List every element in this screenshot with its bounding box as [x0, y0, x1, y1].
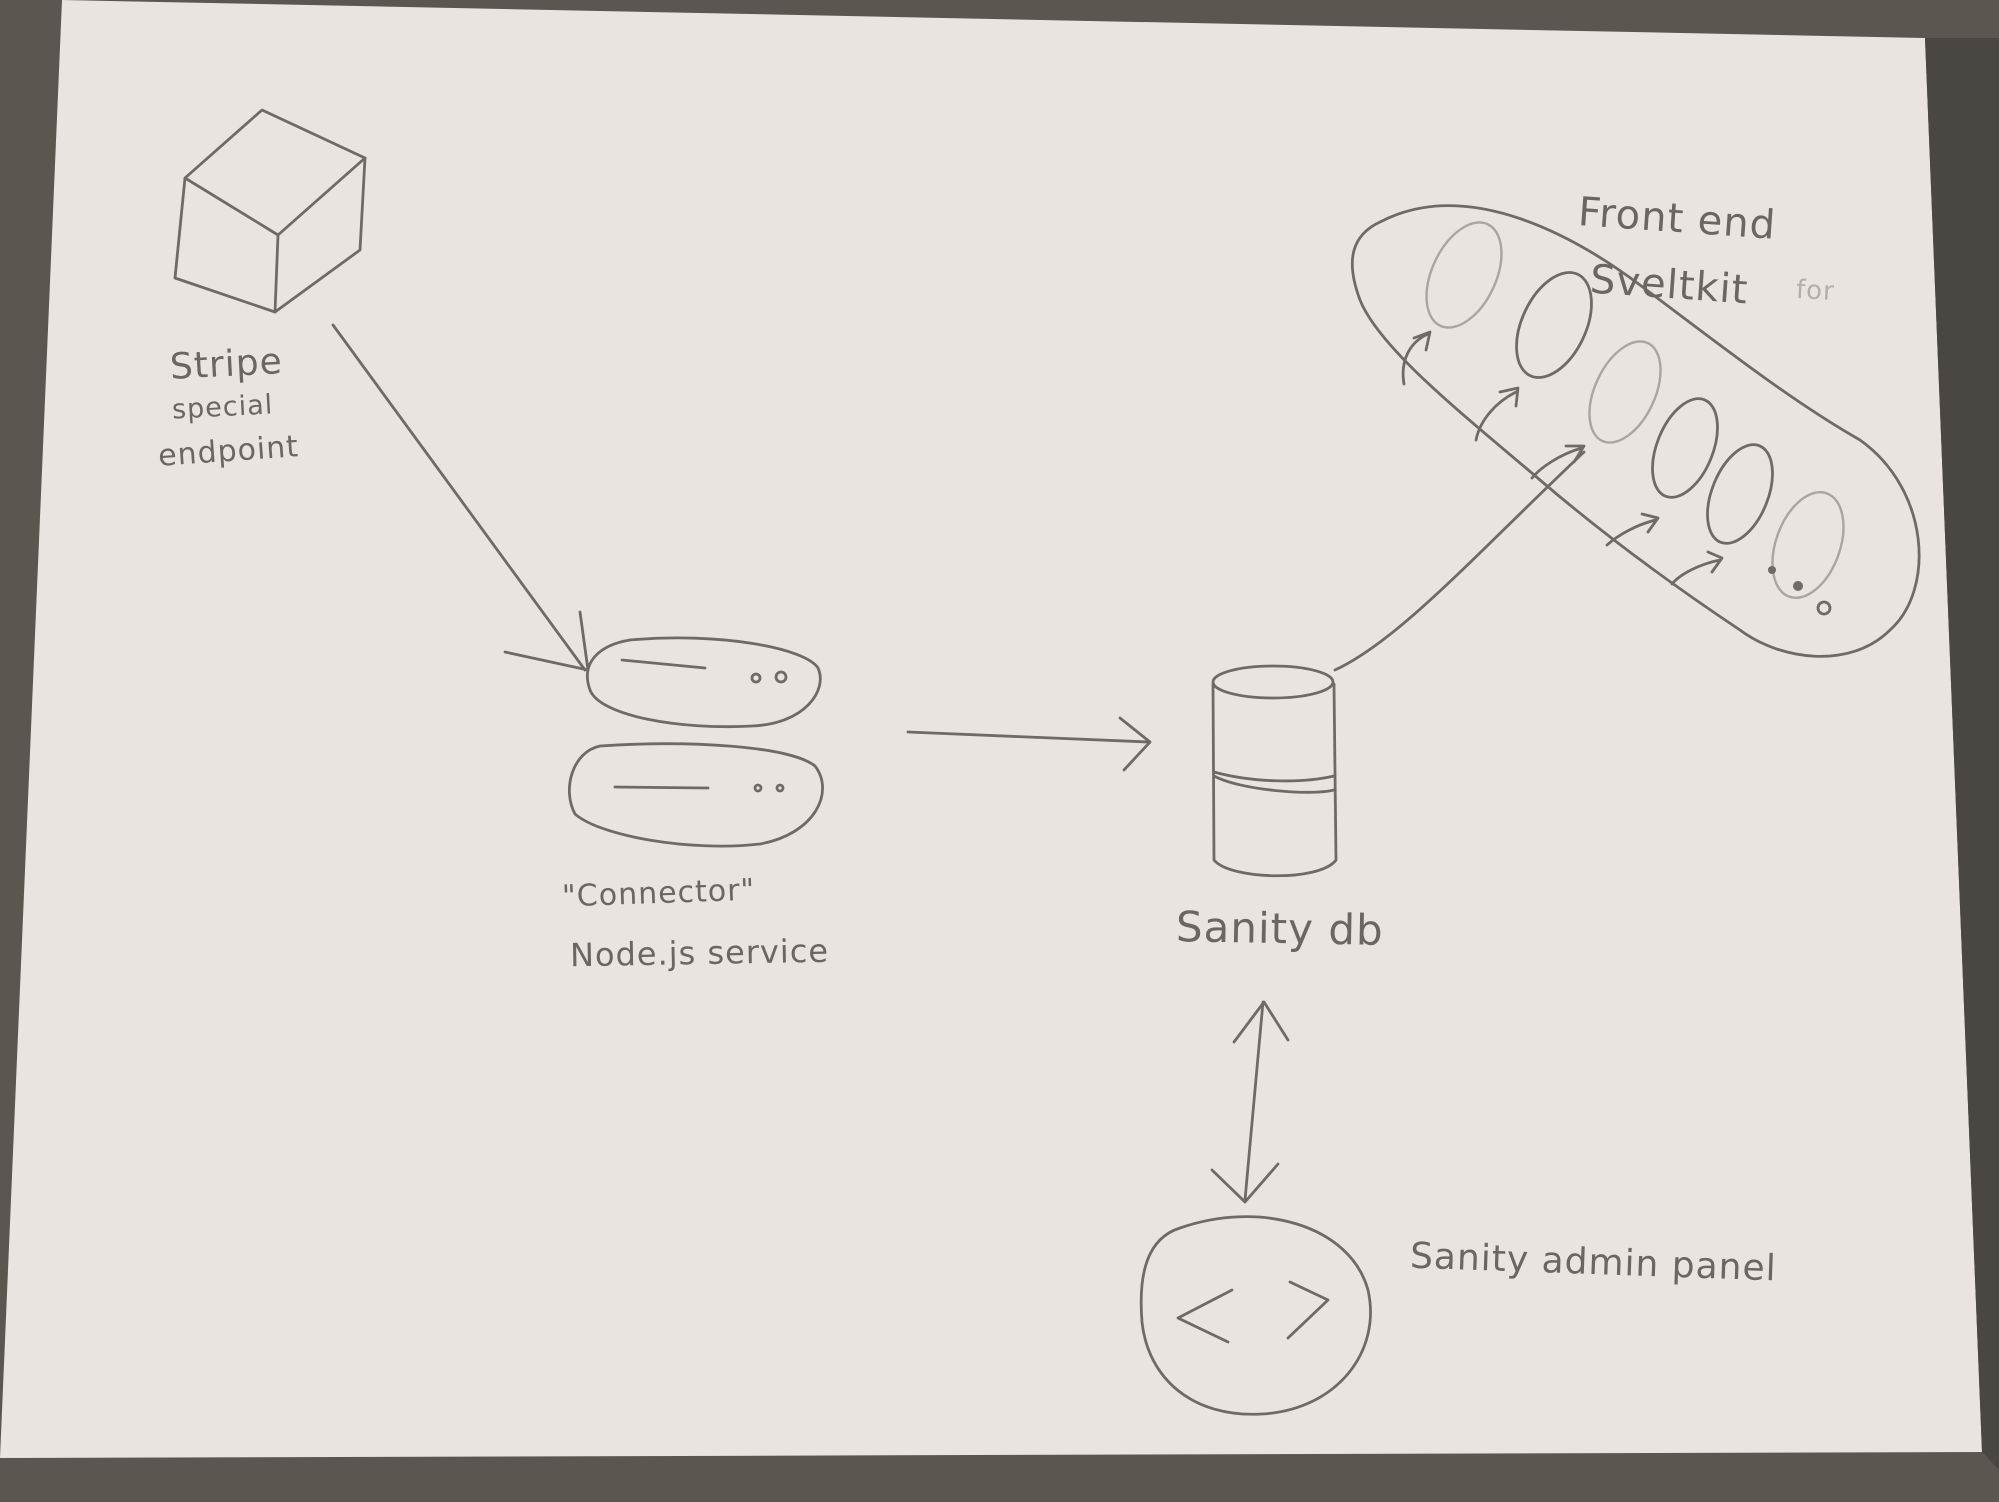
- paper-sheet: [0, 0, 1982, 1458]
- sanity-db-label: Sanity db: [1175, 902, 1385, 955]
- code-brackets-icon: [1139, 1215, 1372, 1416]
- database-icon: [1211, 664, 1338, 878]
- server-icon: [567, 636, 824, 848]
- stripe-label-line2: special: [171, 389, 274, 426]
- connector-label: "Connector": [561, 872, 756, 915]
- connector-label-line2: Node.js service: [569, 931, 830, 975]
- frontend-label-line3: for: [1795, 275, 1836, 307]
- browser-pages-icon: [1351, 204, 1921, 658]
- edge-sanity-db-admin-bidirectional: [1210, 1000, 1290, 1204]
- edge-connector-to-sanity-db: [906, 716, 1152, 772]
- stripe-label: Stripe: [169, 341, 284, 388]
- cube-icon: [173, 108, 367, 314]
- edge-stripe-to-connector: [331, 323, 590, 672]
- edge-sanity-db-to-frontend: [1333, 450, 1586, 672]
